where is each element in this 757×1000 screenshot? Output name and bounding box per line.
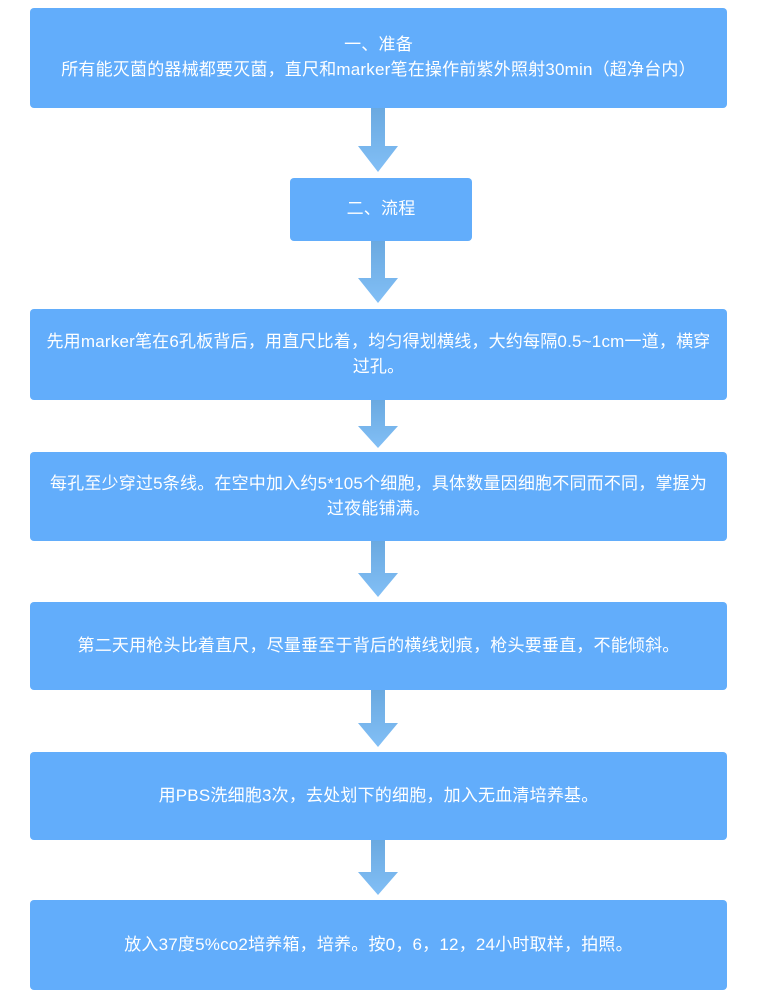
flow-node-label: 第二天用枪头比着直尺，尽量垂至于背后的横线划痕，枪头要垂直，不能倾斜。 <box>77 635 680 655</box>
flow-node-label: 放入37度5%co2培养箱，培养。按0，6，12，24小时取样，拍照。 <box>124 934 633 954</box>
flow-node-draw-lines: 先用marker笔在6孔板背后，用直尺比着，均匀得划横线，大约每隔0.5~1cm… <box>30 309 727 400</box>
arrow-down-icon <box>354 690 402 752</box>
arrow-down-icon <box>354 108 402 178</box>
flow-node-preparation: 一、准备 所有能灭菌的器械都要灭菌，直尺和marker笔在操作前紫外照射30mi… <box>30 8 727 108</box>
flow-node-label: 用PBS洗细胞3次，去处划下的细胞，加入无血清培养基。 <box>158 785 599 805</box>
flow-node-label: 先用marker笔在6孔板背后，用直尺比着，均匀得划横线，大约每隔0.5~1cm… <box>46 331 711 376</box>
flow-node-incubate: 放入37度5%co2培养箱，培养。按0，6，12，24小时取样，拍照。 <box>30 900 727 990</box>
flow-node-wash-pbs: 用PBS洗细胞3次，去处划下的细胞，加入无血清培养基。 <box>30 752 727 840</box>
flow-node-process: 二、流程 <box>290 178 472 241</box>
arrow-down-icon <box>354 241 402 309</box>
arrow-down-icon <box>354 400 402 452</box>
flow-node-label: 一、准备 所有能灭菌的器械都要灭菌，直尺和marker笔在操作前紫外照射30mi… <box>61 35 696 79</box>
flow-node-scratch: 第二天用枪头比着直尺，尽量垂至于背后的横线划痕，枪头要垂直，不能倾斜。 <box>30 602 727 690</box>
flow-node-label: 二、流程 <box>346 199 416 219</box>
flow-node-seed-cells: 每孔至少穿过5条线。在空中加入约5*105个细胞，具体数量因细胞不同而不同，掌握… <box>30 452 727 541</box>
arrow-down-icon <box>354 541 402 602</box>
flow-node-label: 每孔至少穿过5条线。在空中加入约5*105个细胞，具体数量因细胞不同而不同，掌握… <box>49 473 708 518</box>
arrow-down-icon <box>354 840 402 900</box>
